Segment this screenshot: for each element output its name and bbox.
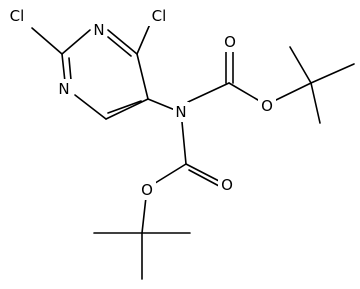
bond-o-ester-c-quat-bottom bbox=[141, 196, 147, 234]
bond-n3-c2 bbox=[61, 53, 66, 83]
atom-o-carbonyl-top: O bbox=[221, 32, 239, 52]
atom-n-amine: N bbox=[173, 102, 189, 122]
bond-c5-namine bbox=[147, 98, 176, 111]
bond-n1-c6 bbox=[107, 29, 138, 55]
bond-c2-n1 bbox=[61, 29, 91, 55]
atom-label-o-carbonyl-top: O bbox=[224, 33, 236, 51]
atom-labels: Cl Cl N N N O O O bbox=[4, 6, 276, 200]
atom-label-cl-top-left: Cl bbox=[10, 7, 25, 25]
atom-label-o-ester-top: O bbox=[261, 97, 273, 115]
bond-n1-c6-double bbox=[107, 36, 132, 57]
atom-cl-top-right: Cl bbox=[146, 6, 172, 26]
bond-c-bottom-o-double bbox=[185, 163, 220, 182]
bond-namine-c-top bbox=[187, 82, 230, 103]
bond-c4-n3 bbox=[74, 94, 107, 120]
bond-namine-c-bottom bbox=[181, 121, 187, 165]
bonds bbox=[31, 23, 355, 280]
bond-n3-c2-double bbox=[68, 57, 72, 81]
atom-n-ring-bottom: N bbox=[56, 79, 72, 99]
bond-c-bottom-o-double-2 bbox=[188, 169, 220, 187]
bond-c6-c5 bbox=[136, 53, 149, 100]
atom-label-n-amine: N bbox=[175, 103, 186, 121]
bond-c-top-o-ester bbox=[228, 82, 259, 101]
atom-label-n-ring-bottom: N bbox=[58, 80, 69, 98]
bond-c5-c4 bbox=[105, 98, 149, 120]
bond-c-quat-top-me2 bbox=[310, 63, 355, 84]
atom-label-o-ester-bottom: O bbox=[141, 181, 153, 199]
bond-c-quat-top-me3 bbox=[310, 82, 321, 124]
atom-label-cl-top-right: Cl bbox=[152, 7, 167, 25]
atom-label-o-carbonyl-bottom: O bbox=[221, 176, 233, 194]
atom-o-carbonyl-bottom: O bbox=[218, 175, 236, 195]
bond-c5-c4-double bbox=[107, 100, 142, 114]
atom-o-ester-top: O bbox=[258, 96, 276, 116]
bond-c-quat-top-me1 bbox=[289, 46, 312, 84]
bond-o-ester-c-quat-top bbox=[275, 82, 312, 101]
atom-label-n-ring-top: N bbox=[93, 21, 104, 39]
atom-cl-top-left: Cl bbox=[4, 6, 30, 26]
bond-c-bottom-o-ester bbox=[151, 163, 187, 186]
bond-c6-cl bbox=[136, 23, 151, 55]
bond-c2-cl bbox=[31, 27, 63, 55]
atom-n-ring-top: N bbox=[91, 20, 107, 40]
atom-o-ester-bottom: O bbox=[138, 180, 156, 200]
